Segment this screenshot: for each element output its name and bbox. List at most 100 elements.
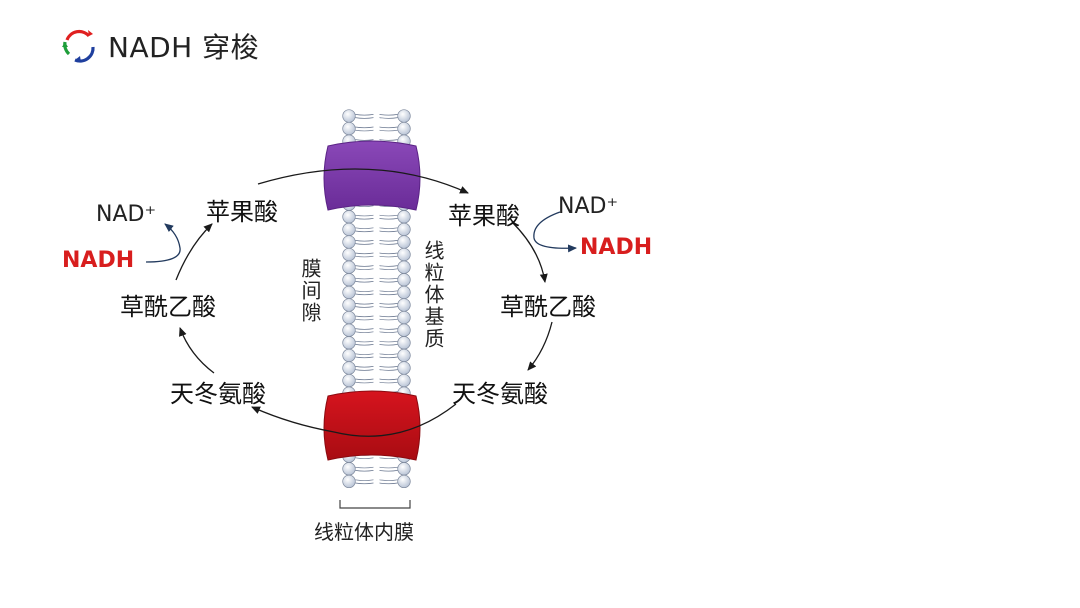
left-nadh-label: NADH bbox=[62, 248, 135, 273]
lipid-head bbox=[397, 285, 411, 300]
lipid-tail bbox=[355, 378, 374, 381]
lipid-tail bbox=[355, 230, 374, 233]
lipid-tail bbox=[379, 281, 398, 283]
intermembrane-space-label: 膜间隙 bbox=[298, 258, 322, 324]
lipid-tail bbox=[355, 126, 374, 129]
lipid-tail bbox=[379, 356, 398, 359]
lipid-head bbox=[397, 474, 411, 489]
lipid-tail bbox=[379, 126, 398, 129]
lipid-head bbox=[342, 361, 356, 375]
lipid-head bbox=[397, 361, 411, 375]
lipid-tail bbox=[379, 470, 398, 472]
lipid-tail bbox=[379, 340, 398, 343]
left-asp-to-oaa-arrow bbox=[179, 327, 215, 374]
lipid-head bbox=[342, 474, 356, 489]
lipid-head bbox=[397, 260, 411, 274]
lipid-tail bbox=[355, 340, 374, 343]
lipid-head bbox=[397, 109, 411, 123]
lipid-tail bbox=[379, 466, 398, 469]
lipid-tail bbox=[379, 318, 398, 321]
lipid-tail bbox=[355, 240, 374, 242]
lipid-head bbox=[397, 273, 411, 287]
lipid-tail bbox=[379, 139, 398, 141]
lipid-head bbox=[342, 348, 356, 363]
left-oxaloacetate-label: 草酰乙酸 bbox=[120, 293, 216, 321]
lipid-head bbox=[342, 336, 356, 350]
aspartate-transport-arrow bbox=[251, 403, 457, 437]
lipid-tail bbox=[379, 240, 398, 242]
lipid-tail bbox=[355, 117, 374, 119]
lipid-tail bbox=[355, 470, 374, 472]
lipid-tail bbox=[379, 479, 398, 481]
cycle-arrows-icon bbox=[62, 29, 95, 63]
lipid-tail bbox=[355, 369, 374, 371]
right-oaa-to-asp-arrow bbox=[527, 321, 553, 371]
lipid-head bbox=[342, 323, 356, 337]
left-malate-label: 苹果酸 bbox=[206, 198, 278, 226]
lipid-head bbox=[397, 310, 411, 325]
lipid-tail bbox=[379, 482, 398, 485]
lipid-tail bbox=[379, 378, 398, 381]
lipid-head bbox=[397, 323, 411, 337]
lipid-head bbox=[397, 222, 411, 237]
left-nadh-to-nad-arrow bbox=[145, 223, 181, 263]
lipid-head bbox=[397, 336, 411, 350]
lipid-tail bbox=[379, 255, 398, 258]
lipid-tail bbox=[355, 479, 374, 481]
lipid-tail bbox=[379, 218, 398, 220]
header: NADH 穿梭 bbox=[58, 26, 259, 66]
right-malate-to-oaa-arrow bbox=[511, 221, 548, 283]
lipid-tail bbox=[379, 353, 398, 355]
lipid-tail bbox=[379, 277, 398, 280]
lipid-tail bbox=[379, 243, 398, 245]
lipid-tail bbox=[355, 344, 374, 346]
right-oxaloacetate-label: 草酰乙酸 bbox=[500, 293, 596, 321]
lipid-tail bbox=[379, 230, 398, 233]
lipid-head bbox=[342, 310, 356, 325]
lipid-tail bbox=[355, 353, 374, 355]
lipid-head bbox=[397, 348, 411, 363]
lipid-tail bbox=[355, 381, 374, 384]
right-aspartate-label: 天冬氨酸 bbox=[452, 380, 548, 408]
left-aspartate-label: 天冬氨酸 bbox=[170, 380, 266, 408]
lipid-tail bbox=[355, 366, 374, 368]
lipid-tail bbox=[355, 315, 374, 318]
lipid-head bbox=[342, 109, 356, 123]
lipid-head bbox=[342, 121, 356, 136]
lipid-head bbox=[342, 260, 356, 274]
lipid-tail bbox=[379, 369, 398, 371]
lipid-tail bbox=[355, 356, 374, 359]
lipid-tail bbox=[379, 114, 398, 116]
lipid-tail bbox=[379, 227, 398, 229]
lipid-tail bbox=[355, 255, 374, 258]
lipid-tail bbox=[355, 293, 374, 296]
aspartate-transporter bbox=[323, 390, 421, 461]
lipid-tail bbox=[355, 331, 374, 333]
lipid-head bbox=[342, 222, 356, 237]
lipid-tail bbox=[379, 344, 398, 346]
lipid-tail bbox=[355, 268, 374, 270]
lipid-tail bbox=[379, 293, 398, 296]
lipid-tail bbox=[379, 381, 398, 384]
lipid-tail bbox=[379, 117, 398, 119]
lipid-tail bbox=[379, 268, 398, 270]
lipid-tail bbox=[355, 482, 374, 485]
malate-transport-arrow bbox=[257, 168, 469, 194]
lipid-tail bbox=[379, 129, 398, 132]
lipid-head bbox=[397, 247, 411, 262]
left-oaa-to-malate-arrow bbox=[175, 223, 213, 281]
lipid-head bbox=[397, 462, 411, 476]
right-nadh-label: NADH bbox=[580, 235, 653, 260]
lipid-tail bbox=[355, 318, 374, 321]
lipid-tail bbox=[355, 290, 374, 292]
lipid-tail bbox=[379, 457, 398, 459]
lipid-head bbox=[397, 235, 411, 249]
right-nad-plus-label: NAD⁺ bbox=[558, 194, 619, 219]
lipid-head bbox=[397, 210, 411, 224]
lipid-head bbox=[342, 373, 356, 388]
lipid-tail bbox=[355, 252, 374, 255]
right-malate-label: 苹果酸 bbox=[448, 202, 520, 230]
lipid-tail bbox=[355, 328, 374, 330]
lipid-tail bbox=[355, 457, 374, 459]
lipid-tail bbox=[379, 265, 398, 267]
